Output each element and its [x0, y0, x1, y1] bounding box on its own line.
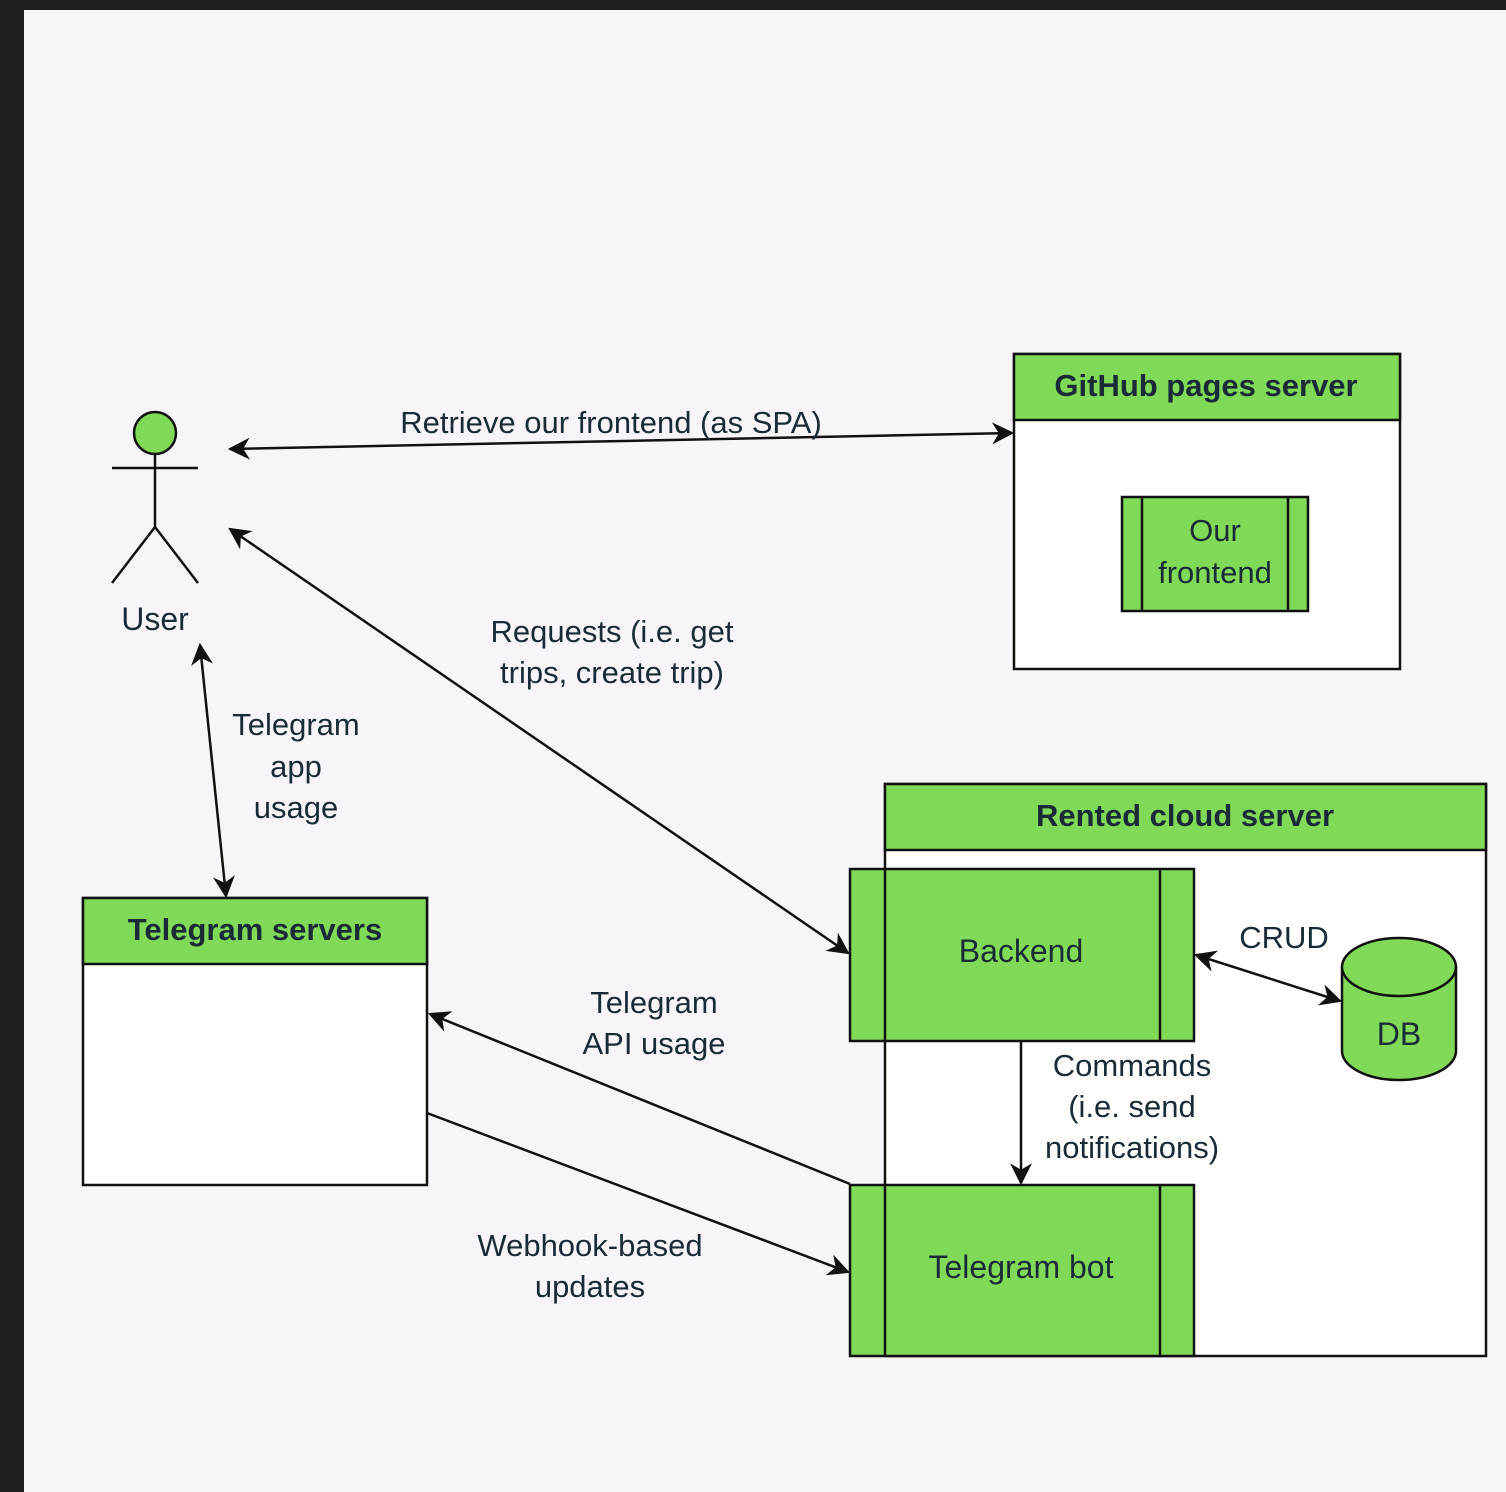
edge-label-webhook-line1: Webhook-based	[477, 1228, 702, 1263]
our-frontend-component: Our frontend	[1120, 495, 1310, 613]
our-frontend-label-line2: frontend	[1158, 555, 1272, 590]
edge-label-commands-line2: (i.e. send	[1068, 1089, 1196, 1124]
edge-user-telegram	[191, 642, 235, 899]
edge-label-requests-line1: Requests (i.e. get	[491, 614, 734, 649]
rented-cloud-server-title: Rented cloud server	[1036, 798, 1334, 833]
user-actor-icon	[111, 410, 199, 584]
edge-telegram-webhook	[426, 1111, 851, 1276]
edge-bot-telegram-api	[427, 1011, 851, 1186]
telegram-servers-title: Telegram servers	[128, 912, 382, 947]
rented-cloud-server-header	[883, 782, 1488, 852]
edge-backend-db	[1193, 950, 1343, 1006]
edge-label-api-usage-line1: Telegram	[590, 985, 718, 1020]
architecture-diagram: GitHub pages server Our frontend Rented …	[81, 352, 1488, 1358]
github-pages-server-header	[1012, 352, 1402, 422]
db-label: DB	[1377, 1016, 1421, 1052]
edge-user-backend	[228, 527, 850, 955]
db-cylinder: DB	[1340, 936, 1458, 1082]
edge-label-retrieve: Retrieve our frontend (as SPA)	[400, 405, 822, 440]
backend-label: Backend	[959, 933, 1084, 969]
our-frontend-label-line1: Our	[1189, 513, 1241, 548]
telegram-servers: Telegram servers	[81, 896, 429, 1187]
edge-user-github	[227, 422, 1015, 460]
telegram-bot-label: Telegram bot	[929, 1249, 1114, 1285]
diagram-canvas: GitHub pages server Our frontend Rented …	[24, 10, 1506, 1492]
edge-label-commands-line1: Commands	[1053, 1048, 1212, 1083]
edge-label-webhook-line2: updates	[535, 1269, 645, 1304]
backend-node: Backend	[848, 867, 1196, 1043]
edge-label-crud: CRUD	[1239, 920, 1329, 955]
edge-label-app-usage-line3: usage	[254, 790, 338, 825]
edge-label-app-usage-line1: Telegram	[232, 707, 360, 742]
edge-label-app-usage-line2: app	[270, 749, 322, 784]
edge-label-commands-line3: notifications)	[1045, 1130, 1219, 1165]
edge-label-api-usage-line2: API usage	[582, 1026, 725, 1061]
user-label: User	[121, 601, 189, 637]
github-pages-server: GitHub pages server Our frontend	[1012, 352, 1402, 671]
edge-label-requests-line2: trips, create trip)	[500, 655, 724, 690]
telegram-bot-node: Telegram bot	[848, 1183, 1196, 1358]
github-pages-server-title: GitHub pages server	[1054, 368, 1357, 403]
